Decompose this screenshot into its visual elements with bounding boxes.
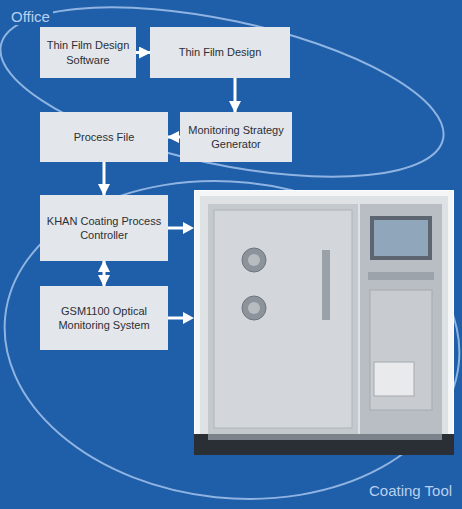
process-box: GSM1100 Optical Monitoring System — [40, 286, 168, 350]
region-label: Office — [8, 8, 53, 25]
process-box: Monitoring Strategy Generator — [180, 112, 292, 162]
box-text: Process File — [74, 130, 135, 144]
box-text: Thin Film Design — [179, 45, 262, 59]
office-region — [0, 0, 458, 209]
coating-tool-region — [0, 159, 462, 509]
box-text: KHAN Coating Process Controller — [45, 214, 163, 243]
process-box: Process File — [40, 112, 168, 162]
coating-machine-photo — [194, 190, 454, 455]
flow-arrow — [103, 261, 106, 286]
process-box: Thin Film Design — [150, 27, 290, 78]
region-label: Coating Tool — [366, 482, 455, 499]
box-text: Monitoring Strategy Generator — [185, 123, 287, 152]
photo-arrow — [168, 227, 184, 230]
box-text: Thin Film Design Software — [45, 38, 131, 67]
box-text: GSM1100 Optical Monitoring System — [45, 304, 163, 333]
photo-arrow — [168, 317, 184, 320]
photo-arrowhead — [183, 312, 194, 324]
process-box: KHAN Coating Process Controller — [40, 195, 168, 261]
flow-arrow — [168, 136, 180, 139]
flow-arrow — [234, 78, 237, 112]
photo-arrowhead — [183, 222, 194, 234]
flow-arrow — [136, 51, 150, 54]
flow-arrow — [103, 162, 106, 195]
process-box: Thin Film Design Software — [40, 27, 136, 78]
